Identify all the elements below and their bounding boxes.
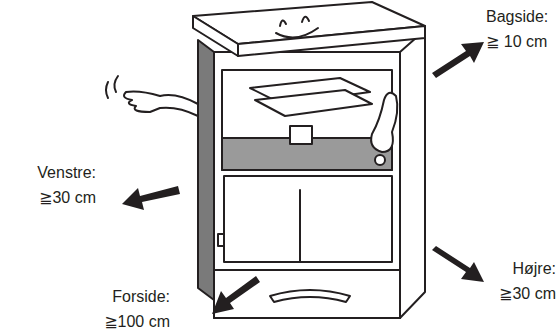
arrow-back [432,42,484,78]
eye [280,20,286,26]
smile [276,28,318,37]
arrow-left [122,186,180,210]
hand [124,92,160,113]
door-seam [299,190,301,262]
arrow-front [212,276,260,314]
output-recess [222,70,392,170]
cassette-handle [270,290,350,302]
switch [218,234,224,246]
output-paper [255,90,372,116]
side-panel [400,30,425,318]
motion-lines [106,76,118,98]
arrow-right [432,246,484,282]
arm [160,95,198,104]
panel-button [290,126,312,144]
dimension-label: Forside: ≧100 cm [94,284,170,334]
side-edge [198,40,214,300]
eye [302,17,309,22]
fist [371,93,397,152]
front-door [224,176,392,262]
lid-edge [193,16,238,56]
dimension-label: Bagside: ≧ 10 cm [486,4,556,54]
arm [160,108,198,116]
dimension-label: Højre: ≧30 cm [482,256,556,306]
power-button [375,155,385,165]
lid-front [238,26,425,56]
dimension-label: Venstre: ≧30 cm [2,160,96,210]
front-body [214,52,400,318]
